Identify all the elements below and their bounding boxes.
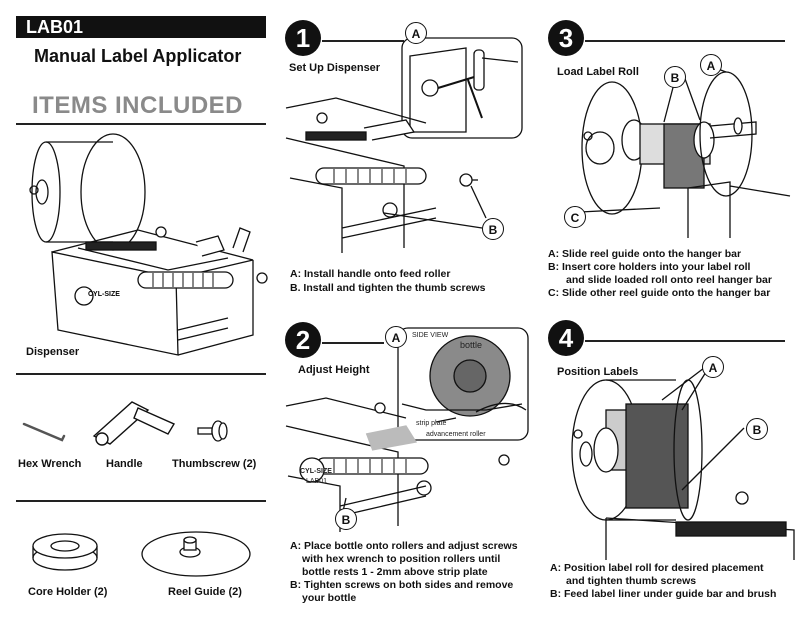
step-1-rule xyxy=(322,40,404,42)
thumbscrew-label: Thumbscrew (2) xyxy=(172,458,257,470)
advancement-roller-label: advancement roller xyxy=(426,431,486,438)
dispenser-label: Dispenser xyxy=(26,346,80,358)
step-3-rule xyxy=(585,40,785,42)
step-2-line-5: your bottle xyxy=(302,592,357,604)
handle-label: Handle xyxy=(106,458,143,470)
step-4-callout-a: A xyxy=(702,356,724,378)
step-4-illustration xyxy=(571,367,795,560)
step-4-line-1: A: Position label roll for desired place… xyxy=(550,562,764,574)
hex-wrench-icon xyxy=(22,422,66,442)
step-1-callout-a: A xyxy=(405,22,427,44)
step-4-title: Position Labels xyxy=(557,366,639,378)
step-1-line-2: B. Install and tighten the thumb screws xyxy=(290,282,486,294)
divider xyxy=(16,500,266,502)
step-2-line-1: A: Place bottle onto rollers and adjust … xyxy=(290,540,518,552)
dispenser-illustration: CYL-SIZE xyxy=(29,133,268,356)
step-2-title: Adjust Height xyxy=(298,364,370,376)
items-included-heading: ITEMS INCLUDED xyxy=(32,92,243,119)
model-tag: LAB01 xyxy=(16,16,266,38)
step-1-number: 1 xyxy=(285,20,321,56)
step-3-callout-a: A xyxy=(700,54,722,76)
step-1-callout-b: B xyxy=(482,218,504,240)
step-3-title: Load Label Roll xyxy=(557,66,639,78)
divider xyxy=(16,123,266,125)
step-3-line-2: B: Insert core holders into your label r… xyxy=(548,261,751,273)
step-2-callout-b: B xyxy=(335,508,357,530)
step-2-line-4: B: Tighten screws on both sides and remo… xyxy=(290,579,514,591)
reel-guide-label: Reel Guide (2) xyxy=(168,586,242,598)
step-2-line-3: bottle rests 1 - 2mm above strip plate xyxy=(302,566,488,578)
step-2-line-2: with hex wrench to position rollers unti… xyxy=(302,553,501,565)
core-holder-label: Core Holder (2) xyxy=(28,586,108,598)
step-3-callout-b: B xyxy=(664,66,686,88)
divider xyxy=(16,373,266,375)
step-2-callout-a: A xyxy=(385,326,407,348)
step-2-number: 2 xyxy=(285,322,321,358)
step-2-brand-text: CYL-SIZE xyxy=(300,468,332,475)
step-3-line-1: A: Slide reel guide onto the hanger bar xyxy=(548,248,742,260)
step-3-line-4: C: Slide other reel guide onto the hange… xyxy=(548,287,771,299)
step-1-illustration xyxy=(285,37,523,253)
step-1-line-1: A: Install handle onto feed roller xyxy=(290,268,451,280)
core-holder-icon xyxy=(32,533,98,571)
step-4-line-2: and tighten thumb screws xyxy=(566,575,697,587)
step-3-illustration xyxy=(579,65,791,238)
step-4-line-3: B: Feed label liner under guide bar and … xyxy=(550,588,777,600)
side-view-label: SIDE VIEW xyxy=(412,332,449,339)
hex-wrench-label: Hex Wrench xyxy=(18,458,82,470)
step-4-rule xyxy=(585,340,785,342)
step-2-rule xyxy=(322,342,384,344)
step-4-number: 4 xyxy=(548,320,584,356)
step-2-model-text: LAB01 xyxy=(306,478,328,485)
handle-icon xyxy=(92,401,176,446)
thumbscrew-icon xyxy=(197,420,228,442)
step-3-callout-c: C xyxy=(564,206,586,228)
step-3-number: 3 xyxy=(548,20,584,56)
step-4-callout-b: B xyxy=(746,418,768,440)
bottle-label: bottle xyxy=(460,340,483,350)
reel-guide-icon xyxy=(141,531,251,577)
step-3-line-3: and slide loaded roll onto reel hanger b… xyxy=(566,274,772,286)
strip-plate-label: strip plate xyxy=(416,420,447,427)
document-title: Manual Label Applicator xyxy=(34,46,242,66)
dispenser-brand-text: CYL-SIZE xyxy=(88,291,120,298)
step-1-title: Set Up Dispenser xyxy=(289,62,381,74)
step-2-illustration xyxy=(285,327,529,532)
